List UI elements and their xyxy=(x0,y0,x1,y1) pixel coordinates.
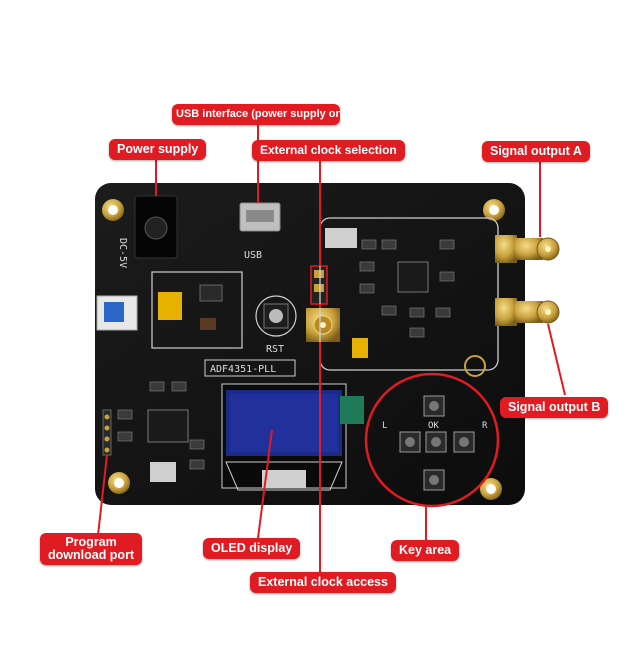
rst-label: RST xyxy=(266,344,284,355)
dc-jack-label: DC-5V xyxy=(117,238,128,268)
sma-output-a-icon xyxy=(495,235,560,263)
callout-external-clock-access: External clock access xyxy=(250,572,396,593)
callout-usb-interface: USB interface (power supply only) xyxy=(172,104,340,125)
callout-external-clock-selection: External clock selection xyxy=(252,140,405,161)
key-button-icon xyxy=(399,395,475,491)
sma-output-b-icon xyxy=(495,298,560,326)
callout-program-line1: Program xyxy=(65,535,117,549)
power-switch-icon xyxy=(96,295,138,331)
usb-connector-icon xyxy=(239,202,281,232)
usb-label: USB xyxy=(244,250,262,261)
callout-power-supply: Power supply xyxy=(109,139,207,160)
key-area-circle xyxy=(364,372,500,508)
reset-button-icon xyxy=(255,295,297,337)
external-clock-sma-icon xyxy=(306,308,340,342)
mcu-chip-icon xyxy=(147,409,189,443)
rf-section-outline xyxy=(319,217,499,371)
key-ok-label: OK xyxy=(428,421,439,431)
callout-oled-display: OLED display xyxy=(203,538,301,559)
callout-lines xyxy=(97,120,566,572)
callout-key-area: Key area xyxy=(391,540,460,561)
dc-jack-icon xyxy=(134,195,178,259)
power-section-outline xyxy=(151,271,243,349)
callout-signal-output-a: Signal output A xyxy=(482,141,590,162)
key-left-label: L xyxy=(382,421,387,431)
logo-icon xyxy=(464,355,486,377)
oled-display-icon xyxy=(221,383,364,491)
program-port-icon xyxy=(102,409,112,456)
callout-program-line2: download port xyxy=(48,548,135,562)
key-right-label: R xyxy=(482,421,488,431)
callout-program-download-port: Program download port xyxy=(40,533,143,565)
mounting-hole-icon xyxy=(102,199,505,500)
callout-signal-output-b: Signal output B xyxy=(500,397,609,418)
board-name-label: ADF4351-PLL xyxy=(210,364,276,375)
